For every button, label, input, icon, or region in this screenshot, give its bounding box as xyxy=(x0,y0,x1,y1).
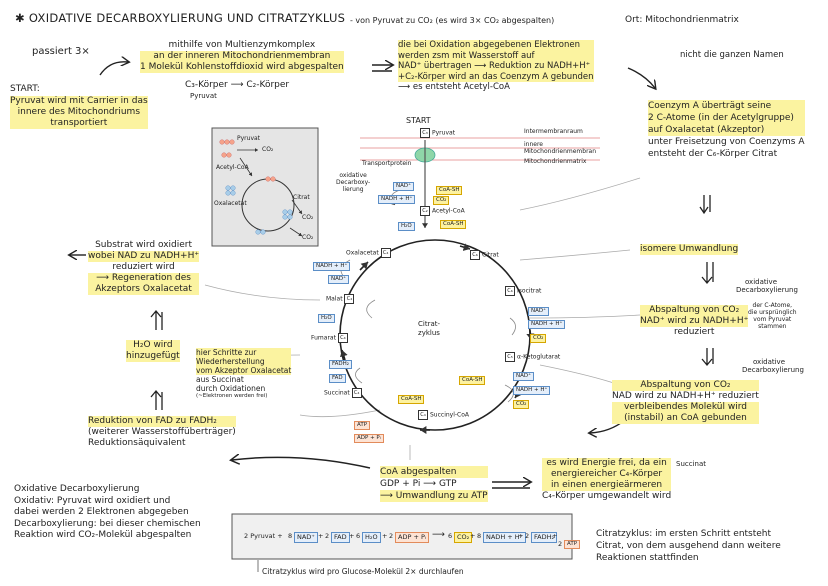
abspaltung-1: Abspaltung von CO₂ NAD⁺ wird zu NADH+H⁺ … xyxy=(640,305,749,337)
membrane-2: innere Mitochondrienmembran xyxy=(524,141,597,155)
inset-co2-2: CO₂ xyxy=(302,214,314,221)
enzyme-text: mithilfe von Multienzymkomplex an der in… xyxy=(140,40,344,73)
star-icon: ✱ xyxy=(15,11,29,25)
inset-co2-1: CO₂ xyxy=(262,146,274,153)
pyruvat-small: Pyruvat xyxy=(190,92,217,100)
inset-citrat: Citrat xyxy=(293,194,310,201)
not-names-note: nicht die ganzen Namen xyxy=(680,50,784,60)
location-label: Ort: Mitochondrienmatrix xyxy=(625,15,739,25)
membrane-1: Intermembranraum xyxy=(524,128,583,135)
chip-coash-2: CoA-SH xyxy=(440,220,467,229)
chip-nad-3: NAD⁺ xyxy=(528,307,550,316)
succinat-note: Succinat xyxy=(676,460,706,468)
inset-pyruvat: Pyruvat xyxy=(237,135,261,142)
membrane-3: Mitochondrienmatrix xyxy=(524,158,587,165)
equation-caption: Citratzyklus wird pro Glucose-Molekül 2×… xyxy=(262,567,464,576)
chip-coash-4: CoA-SH xyxy=(398,395,425,404)
chip-co2-3: CO₂ xyxy=(513,400,530,409)
ox-decarb-label-2: oxidative Decarboxylierung xyxy=(742,358,804,374)
start-label: START: xyxy=(10,84,40,94)
node-fumarat: Fumarat C₄ xyxy=(311,333,350,343)
fad-text: Reduktion von FAD zu FADH₂ (weiterer Was… xyxy=(88,416,236,448)
inset-oxalacetat: Oxalacetat xyxy=(214,200,247,207)
chip-nad-2: NAD⁺ xyxy=(328,275,350,284)
diagram-start: START xyxy=(406,116,431,125)
chip-nad-4: NAD⁺ xyxy=(513,372,535,381)
chip-coash-1: CoA-SH xyxy=(436,186,463,195)
chip-nadh-2: NADH + H⁺ xyxy=(313,262,351,271)
chip-co2-2: CO₂ xyxy=(530,334,547,343)
passiert-note: passiert 3× xyxy=(32,46,90,57)
chip-nadh-1: NADH + H⁺ xyxy=(378,195,416,204)
bottom-right-notes: Citratzyklus: im ersten Schritt entsteht… xyxy=(596,529,781,563)
chip-fadh2: FADH₂ xyxy=(329,360,352,369)
page-title: ✱ OXIDATIVE DECARBOXYLIERUNG UND CITRATZ… xyxy=(15,11,346,25)
cycle-center: Citrat-zyklus xyxy=(418,320,441,337)
title-note: - von Pyruvat zu CO₂ (es wird 3× CO₂ abg… xyxy=(350,16,555,25)
transport-protein: Transportprotein xyxy=(362,160,412,167)
chip-coash-3: CoA-SH xyxy=(459,376,486,385)
electrons-text: die bei Oxidation abgegebenen Elektronen… xyxy=(398,40,594,92)
node-oxalacetat: Oxalacetat C₄ xyxy=(346,248,393,258)
chip-fad: FAD xyxy=(329,374,346,383)
coa-text: CoA abgespalten GDP + Pi ⟶ GTP ⟶ Umwandl… xyxy=(380,466,488,502)
chip-nadh-3: NADH + H⁺ xyxy=(528,320,566,329)
isomer-label: isomere Umwandlung xyxy=(640,244,739,255)
inset-co2-3: CO₂ xyxy=(302,234,314,241)
chip-h2o-1: H₂O xyxy=(398,222,415,231)
coenzym-text: Coenzym A überträgt seine 2 C-Atome (in … xyxy=(648,100,805,159)
node-succinat: Succinat C₄ xyxy=(324,388,364,398)
chip-co2-1: CO₂ xyxy=(433,196,450,205)
chip-nadh-4: NADH + H⁺ xyxy=(513,386,551,395)
ox-decarb-label-1: oxidative Decarboxylierung xyxy=(736,278,798,294)
eq-atp: ATP xyxy=(564,540,581,549)
substrat-text: Substrat wird oxidiert wobei NAD zu NADH… xyxy=(88,240,200,295)
c3-c2-label: C₃-Körper ⟶ C₂-Körper xyxy=(185,80,290,90)
schritte-text: hier Schritte zur Wiederherstellung vom … xyxy=(196,348,292,399)
chip-h2o-2: H₂O xyxy=(318,314,335,323)
energie-text: es wird Energie frei, da ein energiereic… xyxy=(542,458,672,501)
chip-atp: ATP xyxy=(354,421,371,430)
chip-nad-1: NAD⁺ xyxy=(393,182,415,191)
inset-acetyl: Acetyl-CoA xyxy=(216,164,249,171)
node-malat: Malat C₄ xyxy=(326,294,356,304)
chip-adp: ADP + Pᵢ xyxy=(354,434,384,443)
abspaltung-2: Abspaltung von CO₂ NAD wird zu NADH+H⁺ r… xyxy=(612,380,759,424)
